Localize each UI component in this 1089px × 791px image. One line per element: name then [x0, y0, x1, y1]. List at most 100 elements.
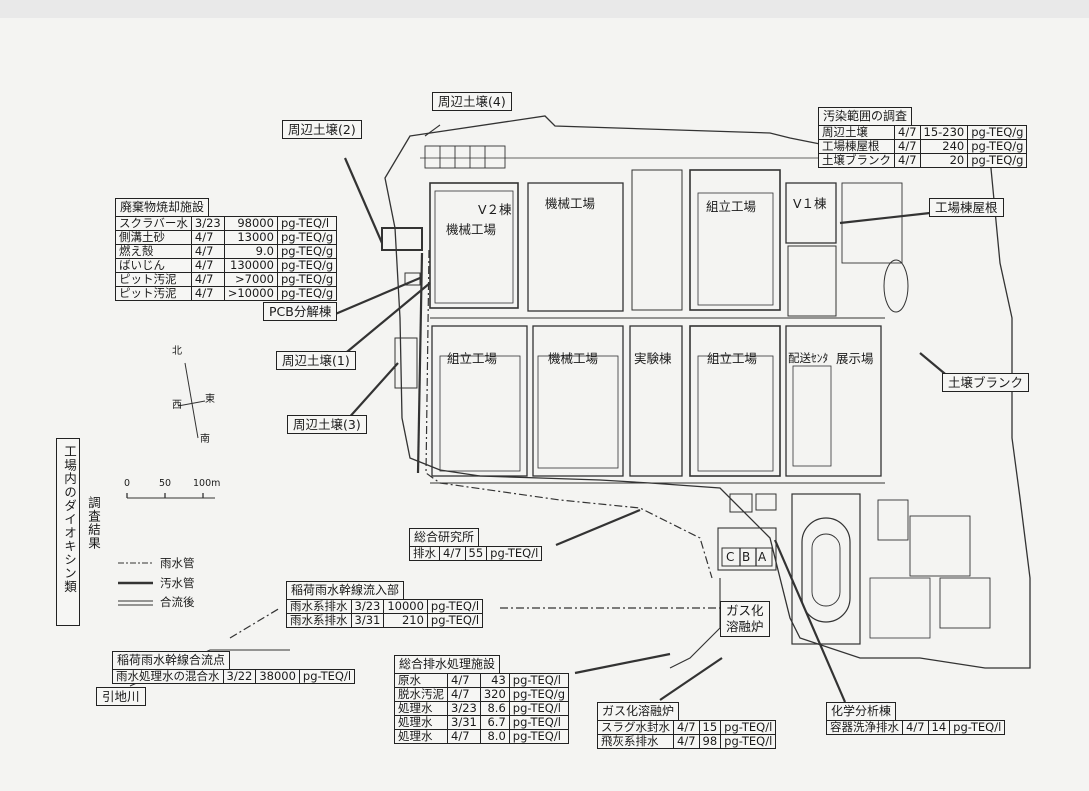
date-cell: 4/7 [894, 153, 921, 168]
date-cell: 4/7 [190, 272, 225, 287]
table-title: 稲荷雨水幹線合流点 [112, 651, 231, 669]
date-cell: 3/31 [350, 613, 385, 628]
label-kikai1: 機械工場 [446, 222, 497, 237]
unit-cell: pg-TEQ/g [967, 139, 1028, 154]
unit-cell: pg-TEQ/l [426, 613, 484, 628]
value-cell: 8.0 [479, 729, 510, 744]
label-kikai2: 機械工場 [545, 196, 596, 211]
date-cell: 4/7 [894, 139, 921, 154]
building-haisou [785, 325, 882, 477]
date-cell: 4/7 [447, 673, 481, 688]
legend-sewage-pipe: 汚水管 [160, 576, 195, 590]
table-title: 総合研究所 [409, 528, 480, 546]
sample-cell: スラグ水封水 [597, 720, 674, 735]
unit-cell: pg-TEQ/g [967, 125, 1028, 140]
sample-cell: 飛灰系排水 [597, 734, 674, 749]
building-v2 [429, 182, 519, 309]
building-kikai3 [532, 325, 624, 477]
unit-cell: pg-TEQ/l [949, 720, 1006, 735]
label-kumitate3: 組立工場 [707, 351, 758, 366]
unit-cell: pg-TEQ/l [508, 701, 570, 716]
label-haisou: 配送ｾﾝﾀ [788, 351, 829, 365]
compass-east: 東 [205, 394, 215, 405]
sample-cell: ばいじん [115, 258, 192, 273]
sample-cell: 処理水 [394, 729, 448, 744]
map-title: 工場内のダイオキシン類 [56, 438, 80, 626]
building-kumitate3 [689, 325, 781, 477]
date-cell: 4/7 [190, 258, 225, 273]
sample-cell: 排水 [409, 546, 440, 561]
table-title: 総合排水処理施設 [394, 655, 501, 673]
unit-cell: pg-TEQ/l [298, 669, 356, 684]
value-cell: >10000 [223, 286, 278, 301]
date-cell: 3/23 [350, 599, 385, 614]
scale-tick-50: 50 [159, 478, 172, 489]
callout-gas-melting-furnace: ガス化 溶融炉 [720, 601, 770, 637]
unit-cell: pg-TEQ/l [276, 216, 338, 231]
callout-shuhen4: 周辺土壌(4) [432, 92, 512, 111]
building-kumitate1 [689, 169, 781, 311]
value-cell: 6.7 [479, 715, 510, 730]
legend-rain-pipe: 雨水管 [160, 556, 195, 570]
label-kumitate1: 組立工場 [706, 199, 757, 214]
site-map [118, 115, 1031, 703]
date-cell: 4/7 [190, 244, 225, 259]
table-title: 汚染範囲の調査 [818, 107, 913, 125]
compass-south: 南 [200, 434, 210, 445]
rain-pipe [229, 249, 720, 639]
value-cell: >7000 [223, 272, 278, 287]
sample-cell: 処理水 [394, 715, 448, 730]
gas-line2: 溶融炉 [726, 619, 764, 634]
label-kikai3: 機械工場 [548, 351, 599, 366]
date-cell: 4/7 [447, 687, 481, 702]
compass-needle [184, 362, 199, 439]
table-title: 稲荷雨水幹線流入部 [286, 581, 405, 599]
date-cell: 4/7 [894, 125, 921, 140]
building-kikai1 [527, 182, 624, 312]
unit-cell: pg-TEQ/l [508, 673, 570, 688]
unit-cell: pg-TEQ/g [276, 272, 338, 287]
label-kumitate2: 組立工場 [447, 351, 498, 366]
unit-cell: pg-TEQ/g [508, 687, 570, 702]
scale-tick-100m: 100m [193, 478, 221, 489]
unit-cell: pg-TEQ/l [720, 734, 777, 749]
unit-cell: pg-TEQ/g [967, 153, 1028, 168]
label-jikken: 実験棟 [634, 351, 672, 366]
label-c: C [726, 550, 735, 564]
callout-shuhen3: 周辺土壌(3) [287, 415, 367, 434]
unit-cell: pg-TEQ/g [276, 286, 338, 301]
value-cell: 10000 [383, 599, 428, 614]
sample-cell: 雨水系排水 [286, 613, 352, 628]
sample-cell: 工場棟屋根 [818, 139, 895, 154]
value-cell: 14 [927, 720, 951, 735]
callout-shuhen2: 周辺土壌(2) [282, 120, 362, 139]
date-cell: 3/23 [190, 216, 225, 231]
sample-cell: 処理水 [394, 701, 448, 716]
sample-cell: 雨水処理水の混合水 [112, 669, 224, 684]
sample-cell: ピット汚泥 [115, 286, 192, 301]
table-title: 廃棄物焼却施設 [115, 198, 210, 216]
value-cell: 98000 [223, 216, 278, 231]
building-cba [717, 527, 777, 571]
date-cell: 4/7 [190, 230, 225, 245]
callout-hikichi-river: 引地川 [96, 687, 146, 706]
value-cell: 8.6 [479, 701, 510, 716]
date-cell: 4/7 [190, 286, 225, 301]
building-jikken [629, 325, 683, 477]
sample-cell: 側溝土砂 [115, 230, 192, 245]
unit-cell: pg-TEQ/l [426, 599, 484, 614]
sample-cell: 土壌ブランク [818, 153, 895, 168]
date-cell: 3/23 [447, 701, 481, 716]
